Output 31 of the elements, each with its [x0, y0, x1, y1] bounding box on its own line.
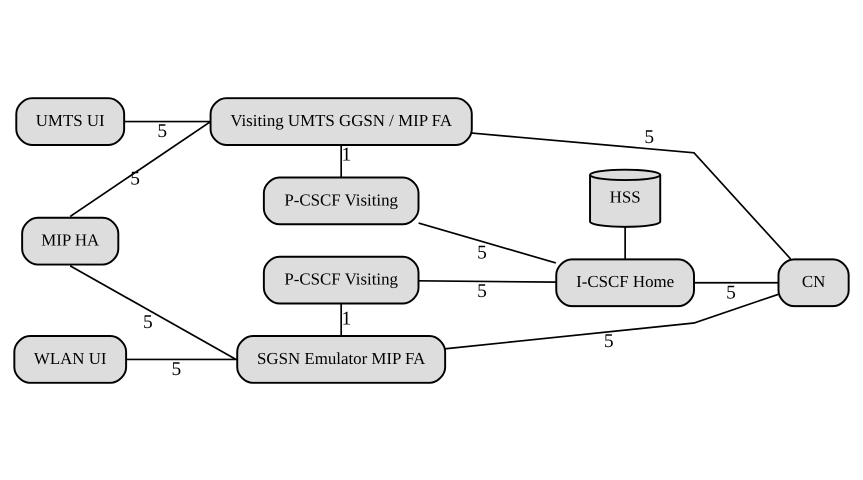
edge-label: 5	[604, 330, 614, 352]
node-box: MIP HA	[21, 216, 120, 266]
edge-label: 5	[644, 126, 654, 148]
node-box: P-CSCF Visiting	[262, 176, 420, 225]
connector	[340, 303, 342, 336]
edge-label: 1	[342, 308, 352, 329]
edge-label: 5	[142, 312, 153, 333]
connector	[418, 222, 556, 264]
node-box: WLAN UI	[13, 334, 128, 384]
node-box: SGSN Emulator MIP FA	[236, 334, 446, 384]
connector	[694, 281, 778, 284]
node-box: UMTS UI	[15, 96, 126, 146]
node-box: Visiting UMTS GGSN / MIP FA	[210, 96, 473, 146]
edge-label: 5	[157, 120, 168, 142]
connector	[126, 358, 238, 360]
node-box: CN	[778, 258, 850, 307]
edge-label: 5	[477, 242, 487, 264]
connector	[70, 120, 212, 217]
connector	[624, 226, 626, 258]
connector	[340, 144, 342, 177]
connector	[70, 264, 236, 360]
connector	[445, 293, 778, 350]
connector	[418, 280, 556, 282]
node-box: I-CSCF Home	[555, 258, 695, 307]
connector	[472, 132, 792, 259]
edge-label: 5	[172, 358, 182, 380]
connector	[124, 120, 210, 122]
edge-label: 1	[342, 144, 352, 165]
node-box: P-CSCF Visiting	[262, 255, 420, 304]
edge-label: 5	[726, 282, 736, 303]
edge-label: 5	[477, 280, 487, 302]
